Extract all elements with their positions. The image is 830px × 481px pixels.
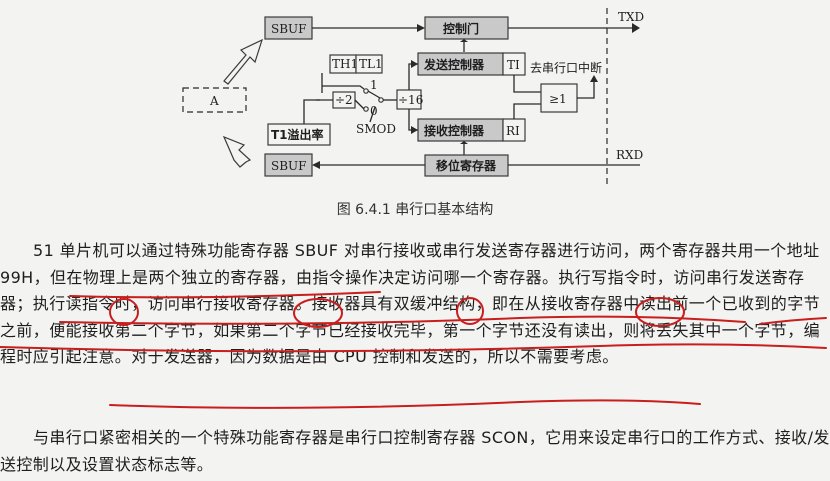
th1-label: TH1 (332, 57, 358, 71)
sbuf-transmit-label: SBUF (271, 22, 306, 36)
rxd-label: RXD (616, 148, 643, 162)
control-gate-box (424, 16, 509, 40)
recv-controller-label: 接收控制器 (424, 123, 485, 138)
or-gate-label: ≥1 (549, 92, 567, 106)
interrupt-label: 去串行口中断 (530, 60, 602, 75)
paragraph-2-container: 与串行口紧密相关的一个特殊功能寄存器是串行口控制寄存器 SCON，它用来设定串行… (0, 425, 830, 478)
serial-port-diagram: SBUF 控制门 TH1 TL1 发送控制器 TI 去串行口中断 ÷2 1 0 … (182, 8, 644, 185)
switch-one-label: 1 (370, 78, 378, 92)
txd-label: TXD (618, 10, 644, 24)
ri-label: RI (506, 124, 520, 138)
smod-label: SMOD (356, 122, 396, 136)
tl1-label: TL1 (359, 57, 383, 71)
read-arrow (222, 135, 252, 168)
accumulator-label: A (209, 94, 219, 108)
shift-register-label: 移位寄存器 (436, 158, 497, 173)
accumulator-box (182, 87, 247, 113)
t1-overflow-box (267, 123, 331, 146)
paragraph-1: 51 单片机可以通过特殊功能寄存器 SBUF 对串行接收或串行发送寄存器进行访问… (0, 241, 821, 366)
ti-label: TI (507, 58, 520, 72)
div2-label: ÷2 (335, 93, 353, 107)
tl1-box (355, 54, 383, 74)
send-controller-label: 发送控制器 (423, 57, 485, 72)
sbuf-receive-label: SBUF (271, 159, 306, 173)
t1-overflow-label: T1溢出率 (271, 127, 324, 142)
figure-caption: 图 6.4.1 串行口基本结构 (336, 202, 494, 218)
write-arrow (223, 38, 263, 85)
annotation-underline (109, 399, 701, 409)
txd-arrow (632, 23, 640, 33)
control-gate-label: 控制门 (443, 21, 479, 36)
paragraph-1-container: 51 单片机可以通过特殊功能寄存器 SBUF 对串行接收或串行发送寄存器进行访问… (0, 238, 830, 371)
div16-label: ÷16 (398, 93, 423, 107)
paragraph-2: 与串行口紧密相关的一个特殊功能寄存器是串行口控制寄存器 SCON，它用来设定串行… (0, 428, 830, 474)
